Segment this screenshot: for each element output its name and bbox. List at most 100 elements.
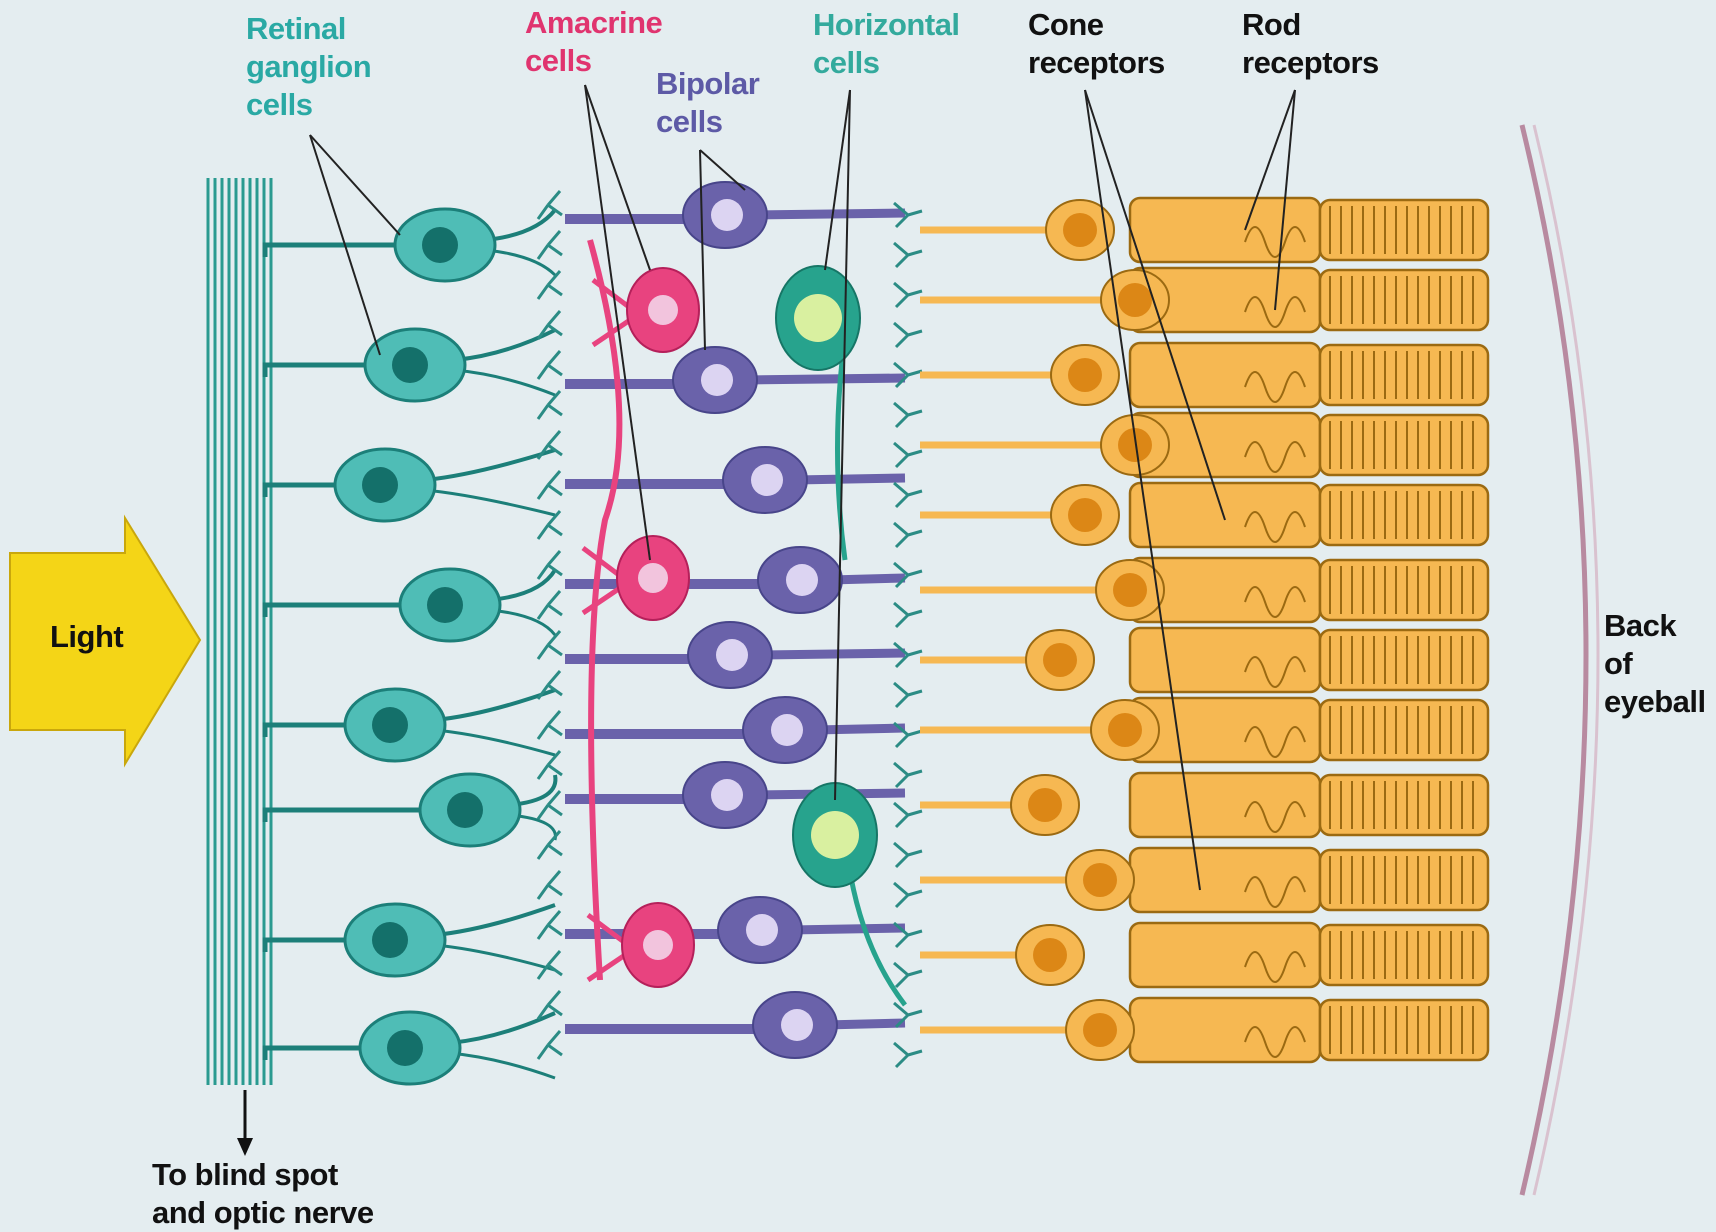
bipolar-dendrite xyxy=(755,213,905,215)
ganglion-cell xyxy=(265,569,555,641)
photoreceptor xyxy=(920,628,1488,692)
label-line: receptors xyxy=(1028,44,1165,82)
synapse-tuft xyxy=(894,283,922,307)
bipolar-cell xyxy=(565,622,905,688)
photoreceptor xyxy=(920,198,1488,262)
synapse-tuft xyxy=(538,231,562,259)
ganglion-nucleus xyxy=(372,707,408,743)
optic-nerve-fibers xyxy=(208,178,271,1156)
bipolar-cell xyxy=(565,992,905,1058)
ganglion-dendrite xyxy=(485,250,555,275)
synapse-tuft xyxy=(894,1043,922,1067)
amacrine-nucleus xyxy=(638,563,668,593)
label-pointer-line xyxy=(310,135,400,235)
label-pointer-line xyxy=(700,150,705,350)
label-line: Bipolar xyxy=(656,65,759,103)
label-line: Retinal xyxy=(246,10,371,48)
photoreceptor xyxy=(920,558,1488,622)
ganglion-dendrite xyxy=(485,210,555,240)
ganglion-axon xyxy=(265,725,355,737)
receptor-nucleus xyxy=(1118,283,1152,317)
synapse-tuft xyxy=(894,763,922,787)
photoreceptor xyxy=(920,413,1488,477)
synapse-tuft xyxy=(538,591,562,619)
synapse-tuft xyxy=(538,751,562,779)
synapse-tuft xyxy=(894,963,922,987)
ganglion-dendrite xyxy=(425,490,555,515)
label-line: cells xyxy=(525,42,662,80)
bipolar-cell xyxy=(565,897,905,963)
ganglion-cell xyxy=(265,904,555,976)
label-line: Cone xyxy=(1028,6,1165,44)
ganglion-axon xyxy=(265,485,345,497)
ganglion-dendrite xyxy=(435,905,555,935)
synapse-tuft xyxy=(538,271,562,299)
label-line: To blind spot xyxy=(152,1156,374,1194)
bipolar-dendrite xyxy=(760,653,905,655)
label-back-of-eyeball: Back of eyeball xyxy=(1604,607,1706,721)
synapse-tuft xyxy=(538,711,562,739)
photoreceptor xyxy=(920,268,1488,332)
bipolar-nucleus xyxy=(786,564,818,596)
synapse-tuft xyxy=(538,1031,562,1059)
ganglion-nucleus xyxy=(392,347,428,383)
photoreceptor xyxy=(920,343,1488,407)
horizontal-cell xyxy=(776,266,860,370)
label-bipolar-cells: Bipolar cells xyxy=(656,65,759,141)
synapse-tuft xyxy=(894,323,922,347)
synapse-tuft xyxy=(894,923,922,947)
bipolar-nucleus xyxy=(751,464,783,496)
synapse-tuft xyxy=(538,871,562,899)
synapse-tuft xyxy=(538,351,562,379)
receptor-nucleus xyxy=(1068,498,1102,532)
bipolar-cell xyxy=(565,182,905,248)
ganglion-nucleus xyxy=(422,227,458,263)
receptor-nucleus xyxy=(1043,643,1077,677)
photoreceptor xyxy=(920,998,1488,1062)
label-pointer-line xyxy=(585,85,650,270)
synapse-tuft xyxy=(538,791,562,819)
synapse-tuft xyxy=(894,683,922,707)
eyeball-wall xyxy=(1522,125,1598,1195)
synapse-tuft xyxy=(538,311,562,339)
bipolar-nucleus xyxy=(711,779,743,811)
synapse-tuft xyxy=(538,831,562,859)
ganglion-cell xyxy=(265,1012,555,1084)
bipolar-dendrite xyxy=(790,928,905,930)
bipolar-nucleus xyxy=(746,914,778,946)
photoreceptor xyxy=(920,698,1488,762)
label-line: receptors xyxy=(1242,44,1379,82)
synapse-tuft xyxy=(538,671,562,699)
label-line: cells xyxy=(656,103,759,141)
receptor-nucleus xyxy=(1113,573,1147,607)
receptor-nucleus xyxy=(1108,713,1142,747)
bipolar-dendrite xyxy=(795,478,905,480)
synapse-tuft xyxy=(894,843,922,867)
receptor-nucleus xyxy=(1068,358,1102,392)
synapse-tuft xyxy=(894,883,922,907)
ganglion-axon xyxy=(265,1048,370,1060)
eyeball-wall-line xyxy=(1522,125,1586,1195)
synapse-tuft xyxy=(538,471,562,499)
ganglion-nucleus xyxy=(372,922,408,958)
synapse-tuft xyxy=(894,443,922,467)
amacrine-process xyxy=(590,240,619,980)
bipolar-nucleus xyxy=(781,1009,813,1041)
ganglion-nucleus xyxy=(387,1030,423,1066)
receptor-nucleus xyxy=(1033,938,1067,972)
bipolar-nucleus xyxy=(716,639,748,671)
label-line: eyeball xyxy=(1604,683,1706,721)
label-line: cells xyxy=(813,44,960,82)
ganglion-nucleus xyxy=(362,467,398,503)
ganglion-nucleus xyxy=(447,792,483,828)
label-cone-receptors: Cone receptors xyxy=(1028,6,1165,82)
synapse-tuft xyxy=(538,631,562,659)
ganglion-cell xyxy=(265,329,555,401)
ganglion-cells xyxy=(265,209,555,1084)
ganglion-cell xyxy=(265,774,555,846)
label-rod-receptors: Rod receptors xyxy=(1242,6,1379,82)
ganglion-dendrite xyxy=(435,945,555,970)
synapse-tuft xyxy=(894,483,922,507)
ganglion-dendrite xyxy=(435,690,555,720)
horizontal-nucleus xyxy=(794,294,842,342)
